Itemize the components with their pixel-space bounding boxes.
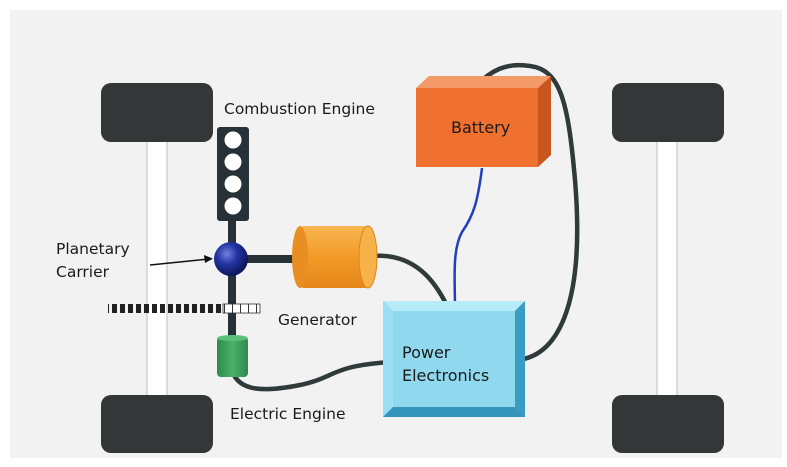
battery xyxy=(416,76,551,167)
motor-to-power-cable xyxy=(229,359,391,392)
battery-label: Battery xyxy=(451,118,511,137)
left-axle-assembly xyxy=(101,83,213,453)
right-axle xyxy=(656,139,678,403)
vertical-drive-shaft xyxy=(228,215,236,340)
gear-rack-dark xyxy=(108,304,223,313)
cylinder-3 xyxy=(224,175,242,193)
power-electronics-face xyxy=(393,311,515,407)
power-bevel-bottom xyxy=(383,407,525,417)
electric-engine-top xyxy=(217,335,248,341)
rear-right-tire xyxy=(612,395,724,453)
left-axle xyxy=(146,139,168,403)
battery-side-face xyxy=(538,76,551,167)
planetary-carrier-arrowhead xyxy=(204,255,213,263)
battery-front-face xyxy=(416,88,538,167)
generator xyxy=(292,225,378,289)
gear-rack-light xyxy=(222,303,261,314)
combustion-engine xyxy=(217,127,249,221)
planetary-carrier-label-line2: Carrier xyxy=(56,263,110,281)
planetary-carrier-label-line1: Planetary xyxy=(56,240,130,258)
combustion-engine-label: Combustion Engine xyxy=(224,100,375,118)
electric-engine xyxy=(217,335,248,377)
generator-body xyxy=(300,226,368,288)
generator-shaft xyxy=(236,255,304,263)
engine-block xyxy=(217,127,249,221)
planetary-carrier-arrow xyxy=(149,258,210,266)
right-axle-assembly xyxy=(612,83,724,453)
generator-back xyxy=(292,226,308,288)
power-electronics-label-line2: Electronics xyxy=(402,366,490,385)
power-electronics xyxy=(383,301,525,417)
rear-left-tire xyxy=(101,395,213,453)
generator-face xyxy=(358,225,378,289)
planetary-carrier-sphere xyxy=(214,242,248,276)
power-electronics-label-line1: Power xyxy=(402,343,451,362)
electric-engine-body xyxy=(217,337,248,377)
power-bevel-top xyxy=(383,301,525,311)
front-right-tire xyxy=(612,83,724,142)
front-left-tire xyxy=(101,83,213,142)
power-bevel-left xyxy=(383,301,393,417)
cylinder-2 xyxy=(224,153,242,171)
electric-engine-label: Electric Engine xyxy=(230,405,346,423)
power-to-battery-loop-cable xyxy=(476,62,580,363)
power-bevel-right xyxy=(515,301,525,417)
cylinder-1 xyxy=(224,131,242,149)
cylinder-4 xyxy=(224,197,242,215)
battery-to-power-link xyxy=(453,167,484,309)
generator-label: Generator xyxy=(278,311,357,329)
battery-top-face xyxy=(416,76,551,88)
